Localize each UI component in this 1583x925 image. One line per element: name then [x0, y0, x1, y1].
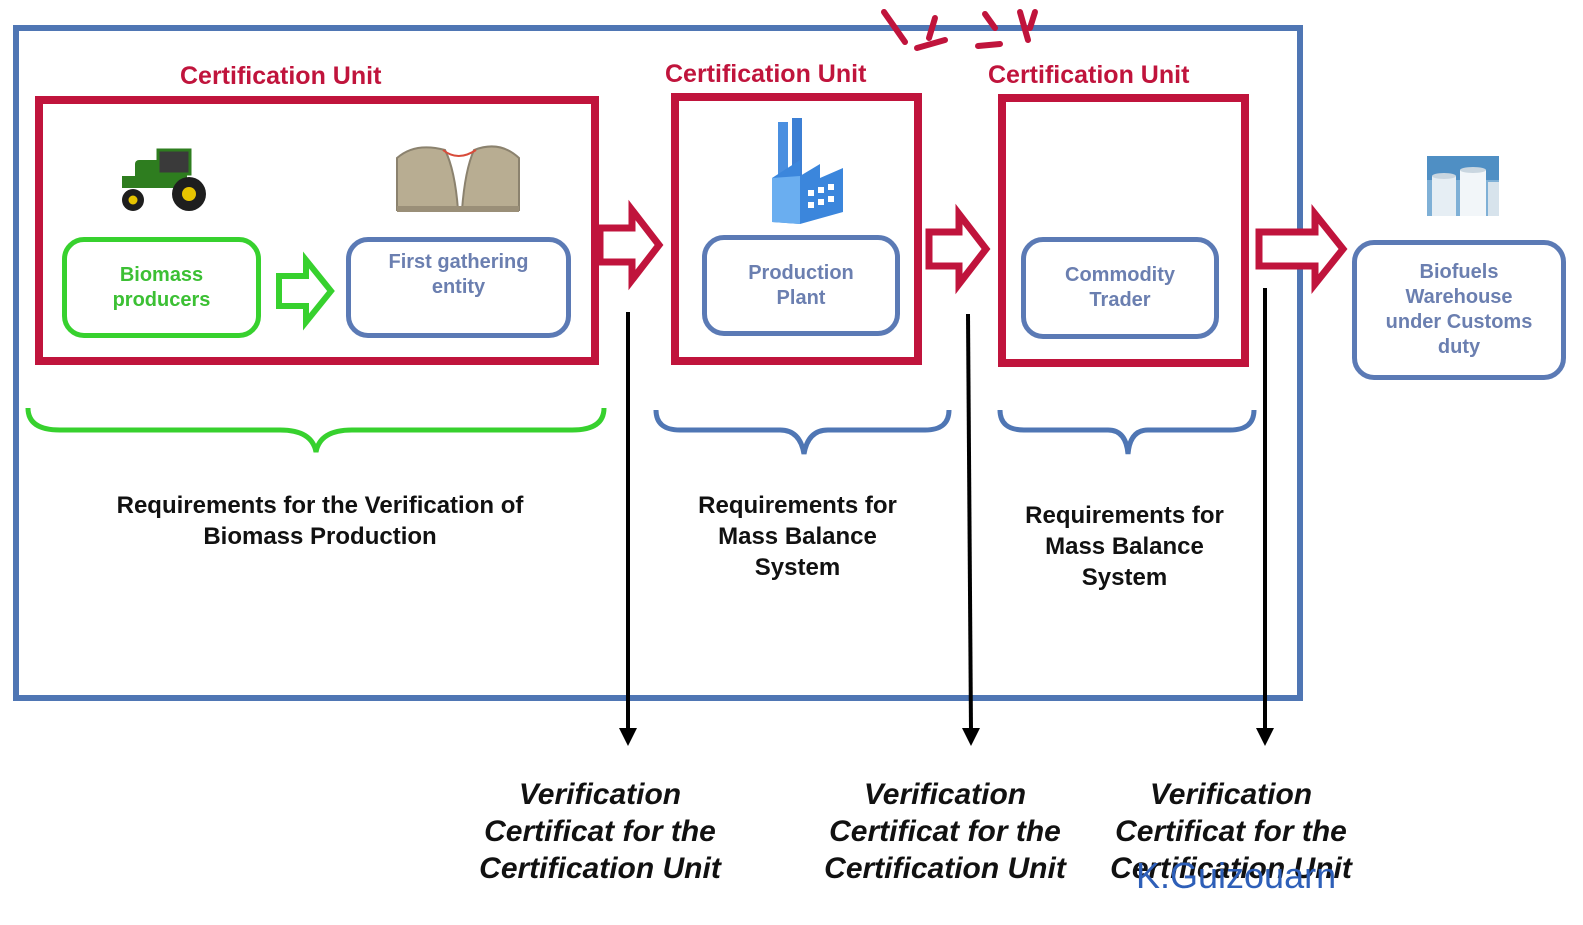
certification-unit-box-3 — [998, 94, 1249, 367]
certification-unit-label-2: Certification Unit — [665, 60, 867, 88]
dashed-connector-fragment — [881, 9, 1038, 51]
flow-arrow-red-2 — [925, 203, 991, 295]
brace-mass-balance-1 — [653, 409, 952, 455]
flow-arrow-red-1 — [596, 199, 664, 291]
biomass-producers-label: Biomass producers — [112, 263, 211, 311]
verification-arrows — [619, 288, 1274, 746]
first-gathering-label: First gathering entity — [388, 251, 529, 298]
certification-unit-box-2 — [671, 93, 922, 365]
requirements-biomass-text: Requirements for the Verification of Bio… — [116, 492, 524, 550]
commodity-trader-label: Commodity Trader — [1065, 264, 1175, 311]
author-watermark: K.Guizouarn — [1136, 855, 1337, 896]
biomass-producers-node: Biomass producers — [62, 237, 261, 338]
flow-arrow-green — [276, 251, 335, 331]
biofuels-warehouse-label: Biofuels Warehouse under Customs duty — [1385, 261, 1533, 358]
verification-certificate-text-3: Verification Certificat for the Certific… — [1110, 778, 1352, 885]
verification-certificate-text-1: Verification Certificat for the Certific… — [479, 778, 721, 885]
certification-unit-box-1 — [35, 96, 599, 365]
production-plant-node: Production Plant — [702, 235, 900, 336]
outer-frame — [13, 25, 1303, 701]
verification-certificate-text-2: Verification Certificat for the Certific… — [824, 778, 1066, 885]
tractor-icon — [122, 148, 206, 211]
flow-arrow-red-3 — [1255, 204, 1348, 294]
field-icon — [396, 145, 520, 212]
biofuels-warehouse-node: Biofuels Warehouse under Customs duty — [1352, 240, 1566, 380]
storage-tanks-icon — [1427, 156, 1499, 216]
brace-biomass — [25, 407, 607, 453]
brace-mass-balance-2 — [997, 409, 1257, 455]
requirements-mass-balance-1-text: Requirements for Mass Balance System — [698, 492, 897, 581]
production-plant-label: Production Plant — [748, 261, 854, 309]
certification-unit-label-1: Certification Unit — [180, 62, 382, 90]
certification-unit-label-3: Certification Unit — [988, 61, 1190, 89]
requirements-mass-balance-2-text: Requirements for Mass Balance System — [1025, 502, 1224, 591]
factory-icon — [772, 118, 843, 224]
commodity-trader-node: Commodity Trader — [1021, 237, 1219, 339]
first-gathering-node: First gathering entity — [346, 237, 571, 338]
